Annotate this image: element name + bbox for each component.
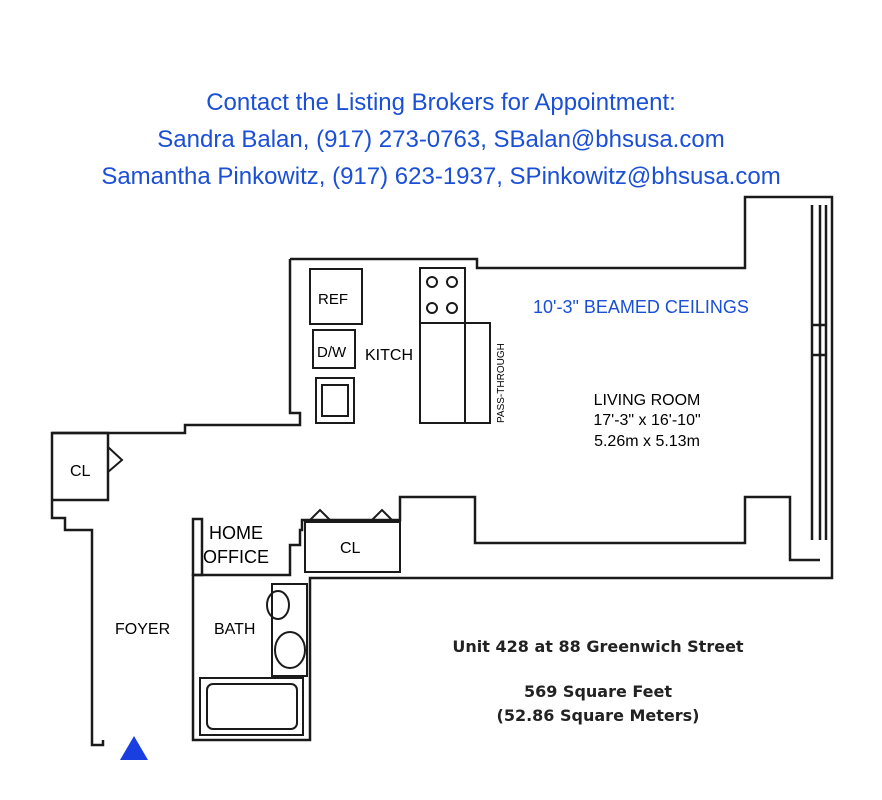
sink-icon (274, 631, 306, 669)
unit-address: Unit 428 at 88 Greenwich Street (452, 637, 744, 656)
refrigerator-box (309, 268, 363, 325)
burner-icon (426, 302, 438, 314)
window-mullion (812, 323, 826, 357)
closet-center-box (304, 521, 401, 573)
unit-area-sqm: (52.86 Square Meters) (497, 706, 700, 725)
living-room-dim-metric: 5.26m x 5.13m (594, 433, 700, 450)
foyer-label: FOYER (115, 621, 170, 638)
burner-icon (446, 276, 458, 288)
refrigerator-label: REF (318, 291, 348, 308)
unit-area-sqft: 569 Square Feet (524, 682, 672, 701)
counter-box (419, 322, 466, 424)
dishwasher-box (312, 329, 356, 369)
kitchen-label: KITCH (365, 347, 413, 364)
bathtub-icon (199, 677, 304, 736)
exterior-wall (191, 195, 834, 742)
vanity-box (271, 583, 308, 677)
bathtub-inner (206, 683, 298, 730)
broker-contact-2: Samantha Pinkowitz, (917) 623-1937, SPin… (101, 163, 781, 190)
pass-through-label: PASS-THROUGH (496, 343, 507, 423)
closet-door-icon (307, 508, 333, 523)
burner-icon (426, 276, 438, 288)
foyer-wall (50, 259, 302, 747)
living-room-label: LIVING ROOM (594, 392, 701, 409)
ceiling-note: 10'-3" BEAMED CEILINGS (533, 297, 749, 317)
entry-arrow-icon (120, 736, 148, 760)
closet-center-label: CL (340, 540, 361, 557)
broker-contact-1: Sandra Balan, (917) 273-0763, SBalan@bhs… (157, 126, 725, 153)
home-office-label-1: HOME (209, 523, 263, 543)
pass-through-ledge (464, 322, 491, 424)
home-office-wall (191, 517, 204, 577)
home-office-label-2: OFFICE (203, 547, 269, 567)
contact-heading: Contact the Listing Brokers for Appointm… (206, 89, 676, 116)
broker-contact-header: Contact the Listing Brokers for Appointm… (0, 84, 882, 195)
dishwasher-label: D/W (317, 344, 347, 361)
toilet-icon (266, 590, 290, 620)
closet-left-wall (52, 431, 110, 502)
burner-icon (446, 302, 458, 314)
sink-box (315, 377, 355, 424)
sink-basin (321, 384, 349, 417)
stove-box (419, 267, 466, 324)
window-band (810, 205, 828, 540)
closet-door-icon (369, 508, 395, 523)
closet-left-label: CL (70, 463, 91, 480)
bath-label: BATH (214, 621, 255, 638)
closet-door-icon (107, 446, 124, 473)
living-room-dim-imperial: 17'-3" x 16'-10" (593, 412, 700, 429)
